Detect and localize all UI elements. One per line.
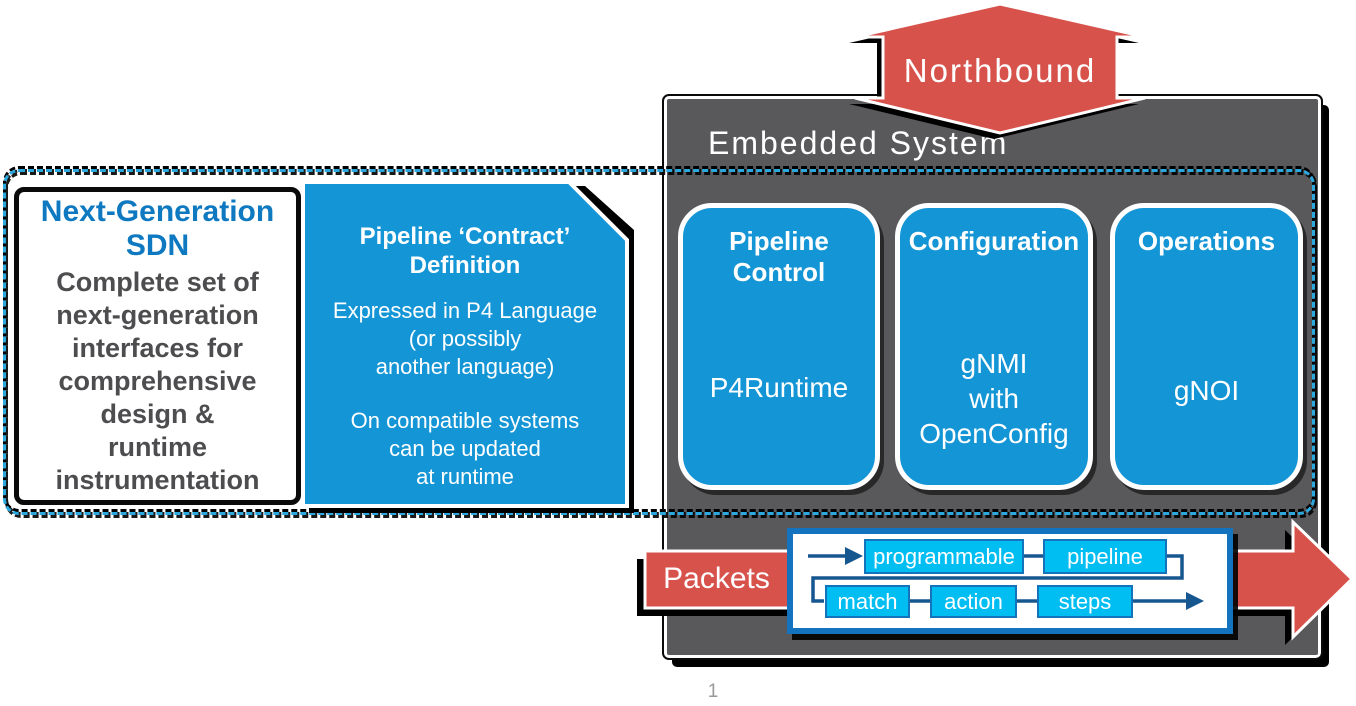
configuration-body: gNMI with OpenConfig — [919, 348, 1069, 449]
northbound-label: Northbound — [903, 52, 1097, 89]
next-gen-sdn-description: Complete set of next-generation interfac… — [55, 267, 260, 495]
flow-chip-programmable-label: programmable — [873, 543, 1015, 569]
pipeline-contract-title: Pipeline ‘Contract’ Definition — [359, 223, 571, 279]
flow-chip-action: action — [930, 585, 1017, 618]
pipeline-control-body: P4Runtime — [709, 372, 849, 403]
flow-chip-match-label: match — [837, 588, 898, 614]
flow-chip-pipeline: pipeline — [1043, 539, 1167, 574]
next-gen-sdn-panel: Next-Generation SDN Complete set of next… — [14, 187, 301, 505]
flow-chip-match: match — [825, 585, 910, 618]
flow-chip-action-label: action — [944, 588, 1003, 614]
operations-box: Operations gNOI — [1110, 203, 1303, 490]
configuration-box: Configuration gNMI with OpenConfig — [895, 203, 1093, 490]
pipeline-contract-paragraph-1: Expressed in P4 Language (or possibly an… — [332, 298, 598, 379]
pipeline-control-title: Pipeline Control — [729, 226, 829, 287]
next-gen-sdn-title: Next-Generation SDN — [40, 195, 275, 262]
flow-chip-steps-label: steps — [1058, 588, 1112, 614]
pipeline-control-box: Pipeline Control P4Runtime — [678, 203, 880, 490]
flow-chip-programmable: programmable — [864, 539, 1024, 574]
pipeline-contract-paragraph-2: On compatible systems can be updated at … — [350, 408, 580, 489]
operations-body: gNOI — [1173, 375, 1240, 406]
configuration-title: Configuration — [908, 226, 1080, 256]
pipeline-contract-panel: Pipeline ‘Contract’ Definition Expressed… — [303, 182, 627, 506]
flow-chip-steps: steps — [1037, 585, 1133, 618]
operations-title: Operations — [1137, 226, 1276, 256]
packets-label: Packets — [663, 562, 770, 595]
page-number: 1 — [707, 681, 719, 702]
embedded-system-title: Embedded System — [708, 125, 1009, 161]
flow-chip-pipeline-label: pipeline — [1067, 543, 1143, 569]
